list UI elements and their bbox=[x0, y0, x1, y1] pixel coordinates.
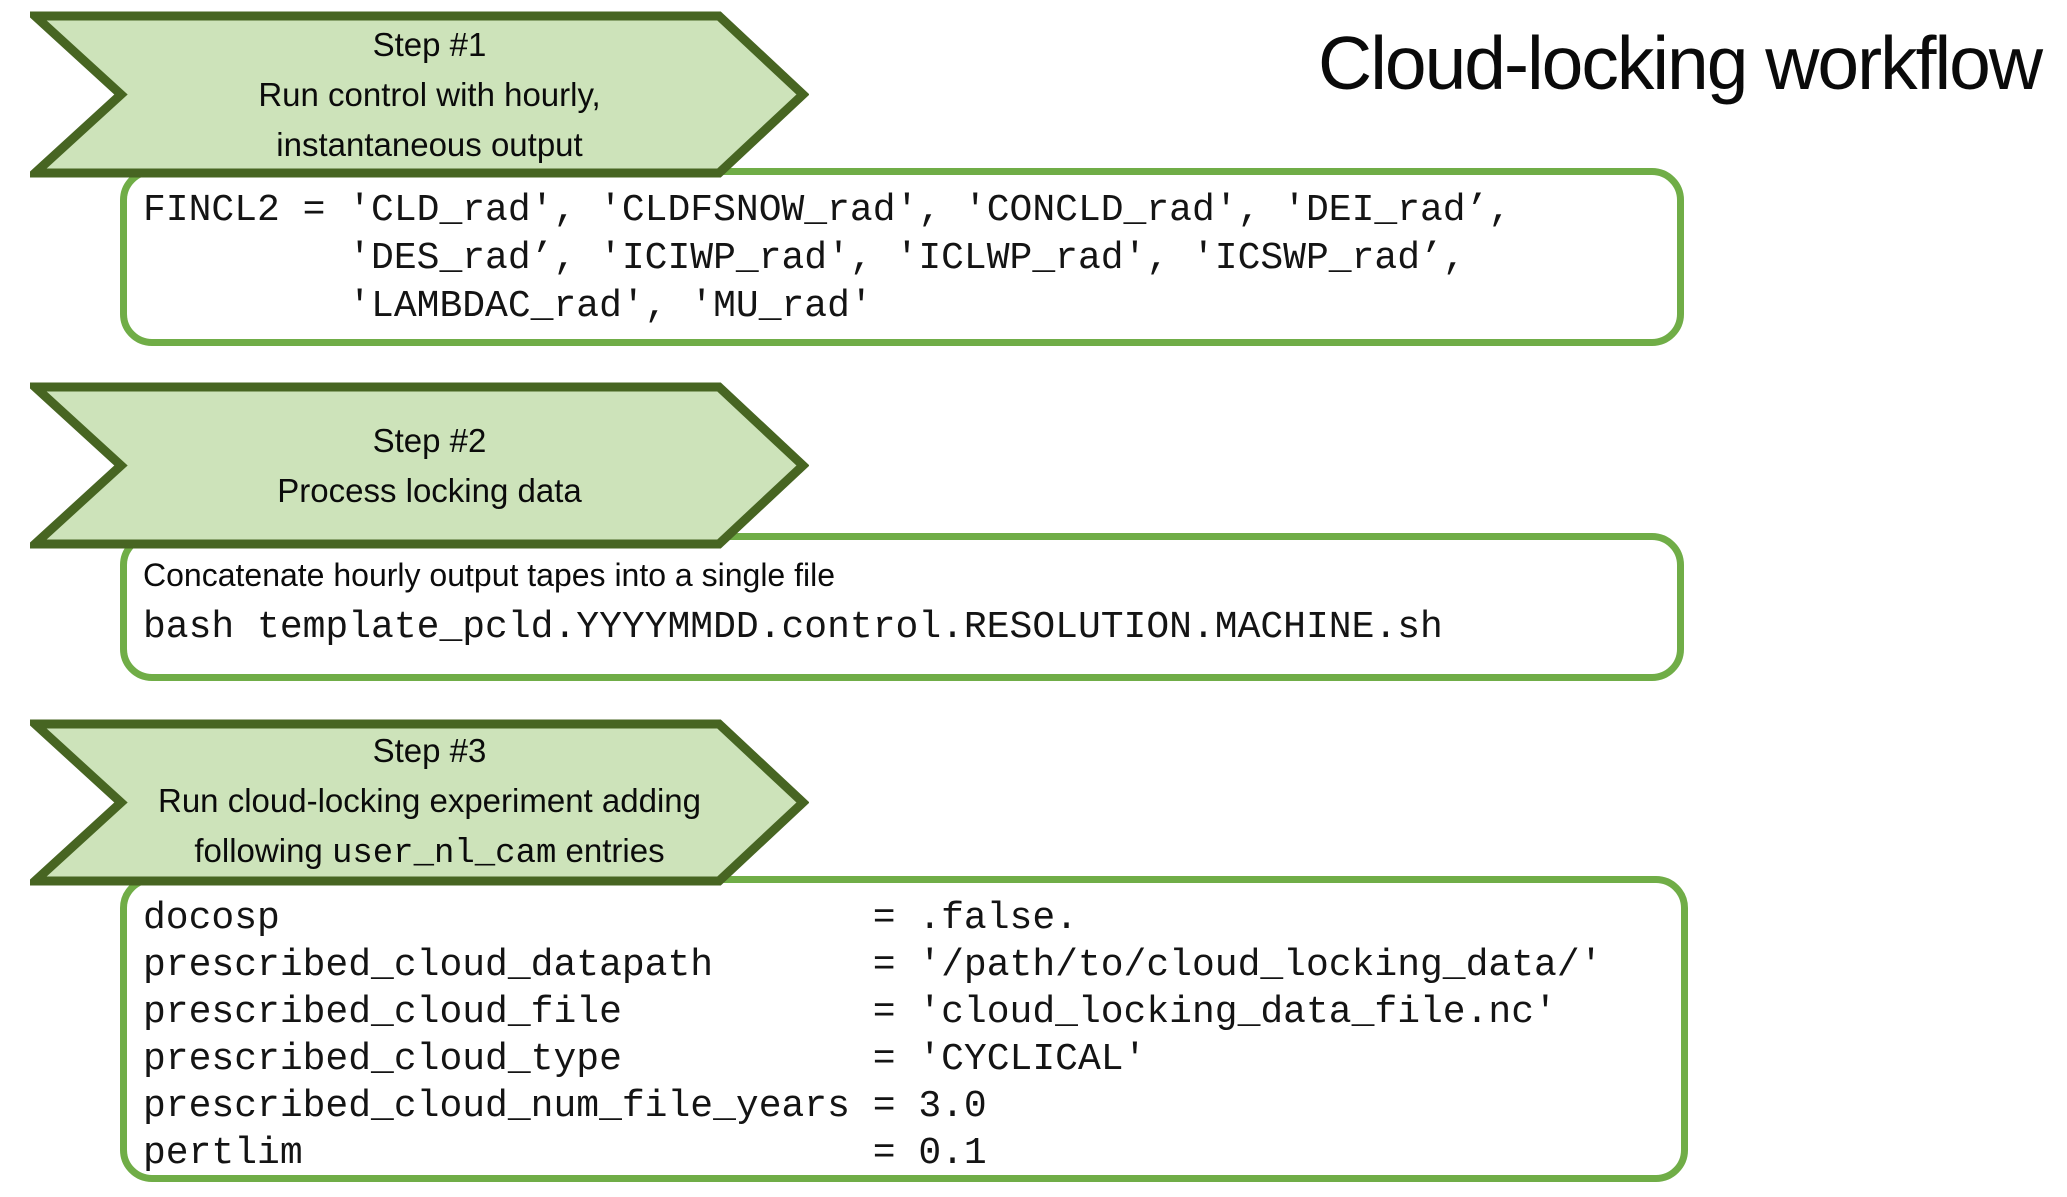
code-box-concatenate-script: Concatenate hourly output tapes into a s… bbox=[120, 533, 1684, 681]
step1-line: instantaneous output bbox=[276, 125, 583, 163]
chevron-arrow-shape bbox=[30, 382, 809, 549]
step2-title: Step #2 bbox=[372, 421, 487, 459]
code-line: docosp = .false. bbox=[143, 897, 1078, 940]
code-line: pertlim = 0.1 bbox=[143, 1132, 987, 1175]
step1-label: Step #1 Run control with hourly, instant… bbox=[90, 11, 769, 178]
code-box-fincl2: FINCL2 = 'CLD_rad', 'CLDFSNOW_rad', 'CON… bbox=[120, 168, 1684, 346]
step3-inline-code: user_nl_cam bbox=[331, 835, 557, 873]
chevron-arrow-shape bbox=[30, 719, 809, 886]
code-line: prescribed_cloud_type = 'CYCLICAL' bbox=[143, 1038, 1147, 1081]
step3-chevron-arrow: Step #3 Run cloud-locking experiment add… bbox=[30, 719, 809, 886]
step3-title: Step #3 bbox=[372, 732, 487, 769]
page-title: Cloud-locking workflow bbox=[1318, 21, 2043, 105]
step2-chevron-arrow: Step #2 Process locking data bbox=[30, 382, 809, 549]
step3-line-with-code: following user_nl_cam entries bbox=[194, 826, 664, 879]
step3-line-prefix: following bbox=[194, 832, 332, 869]
code-line: bash template_pcld.YYYYMMDD.control.RESO… bbox=[143, 606, 1443, 649]
box-description-text: Concatenate hourly output tapes into a s… bbox=[143, 557, 836, 593]
code-box-user-nl-cam-entries: docosp = .false. prescribed_cloud_datapa… bbox=[120, 876, 1688, 1182]
code-line: 'DES_rad’, 'ICIWP_rad', 'ICLWP_rad', 'IC… bbox=[143, 237, 1466, 280]
step2-line: Process locking data bbox=[277, 471, 582, 509]
step3-line: Run cloud-locking experiment adding bbox=[158, 782, 701, 819]
step1-title: Step #1 bbox=[372, 25, 487, 63]
step1-chevron-arrow: Step #1 Run control with hourly, instant… bbox=[30, 11, 809, 178]
code-line: 'LAMBDAC_rad', 'MU_rad' bbox=[143, 285, 873, 328]
chevron-arrow-shape bbox=[30, 11, 809, 178]
code-line: FINCL2 = 'CLD_rad', 'CLDFSNOW_rad', 'CON… bbox=[143, 189, 1512, 232]
step3-line-suffix: entries bbox=[556, 832, 665, 869]
step1-line: Run control with hourly, bbox=[258, 75, 601, 113]
code-line: prescribed_cloud_datapath = '/path/to/cl… bbox=[143, 944, 1603, 987]
code-line: prescribed_cloud_num_file_years = 3.0 bbox=[143, 1085, 987, 1128]
step2-label: Step #2 Process locking data bbox=[90, 382, 769, 549]
code-line: prescribed_cloud_file = 'cloud_locking_d… bbox=[143, 991, 1557, 1034]
step3-label: Step #3 Run cloud-locking experiment add… bbox=[90, 719, 769, 886]
